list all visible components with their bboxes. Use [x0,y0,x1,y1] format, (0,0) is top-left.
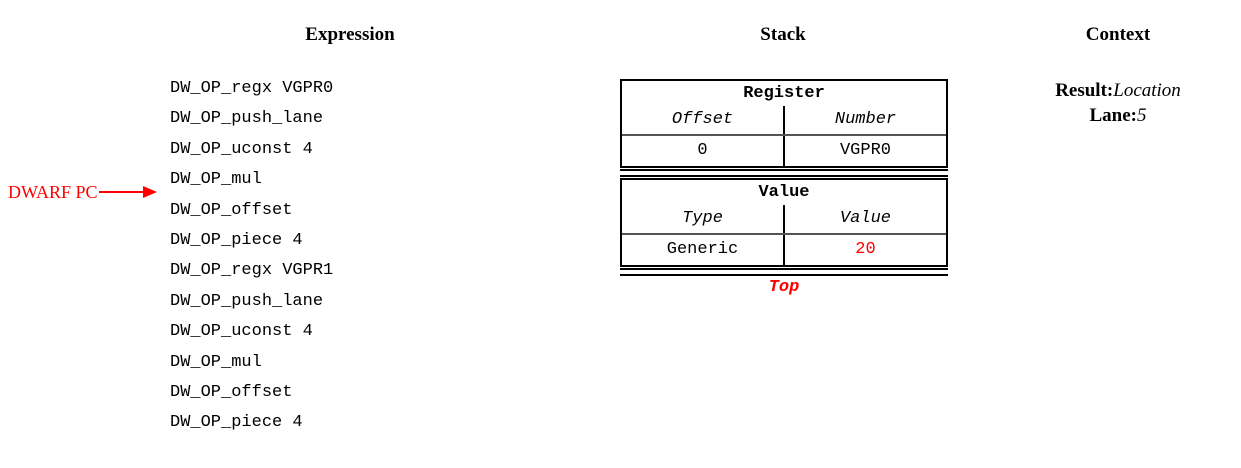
expression-line: DW_OP_piece 4 [170,230,303,250]
context-key: Result: [1055,80,1114,101]
context-row-result: Result:Location [1008,78,1228,103]
context-row-lane: Lane:5 [1008,103,1228,128]
stack-value-cell: VGPR0 [839,141,891,160]
stack-entry-values: 0 VGPR0 [622,134,946,166]
column-heading-expression: Expression [305,24,395,45]
stack-column-header: Offset [622,106,785,134]
expression-line: DW_OP_offset [170,382,293,402]
stack-entry-values: Generic 20 [622,233,946,265]
arrow-shaft [98,191,147,193]
expression-line: DW_OP_push_lane [170,109,324,129]
stack-entry-column-headers: Offset Number [622,106,946,134]
dwarf-pc-marker: DWARF PC [8,183,161,201]
stack-entry-title: Register [743,84,825,103]
stack-entry-title: Value [758,183,810,202]
stack-top-label: Top [768,278,800,297]
column-heading-stack: Stack [760,24,806,45]
expression-listing: DW_OP_regx VGPR0 DW_OP_push_lane DW_OP_u… [170,74,333,439]
context-value: 5 [1137,105,1147,126]
column-heading-context: Context [1085,24,1151,45]
expression-line: DW_OP_uconst 4 [170,322,313,342]
right-arrow-icon [98,186,161,198]
expression-line: DW_OP_regx VGPR1 [170,261,334,281]
expression-line: DW_OP_offset [170,200,293,220]
arrow-head [142,186,157,198]
stack-entry-column-headers: Type Value [622,205,946,233]
expression-line: DW_OP_mul [170,170,262,190]
expression-line: DW_OP_regx VGPR0 [170,79,334,98]
stack-value-cell: Generic [622,235,785,265]
stack-value-cell: 20 [855,240,876,259]
stack-entry-separator [620,169,948,177]
stack-column-header: Type [622,205,785,233]
expression-line: DW_OP_mul [170,352,262,372]
stack-value-cell: 0 [622,136,785,166]
stack-entry-value: Value Type Value Generic 20 [620,178,948,267]
expression-line: DW_OP_uconst 4 [170,139,313,159]
stack-entry-register: Register Offset Number 0 VGPR0 [620,79,948,168]
expression-line: DW_OP_push_lane [170,291,324,311]
context-key: Lane: [1089,105,1138,126]
dwarf-pc-label: DWARF PC [8,182,98,202]
stack-column-header: Value [839,209,891,228]
stack-area: Register Offset Number 0 VGPR0 Value Typ… [620,79,948,299]
stack-bottom-separator [620,268,948,276]
context-value: Location [1113,80,1181,101]
stack-column-header: Number [834,110,897,129]
context-block: Result:Location Lane:5 [1008,78,1228,128]
expression-line: DW_OP_piece 4 [170,413,303,433]
